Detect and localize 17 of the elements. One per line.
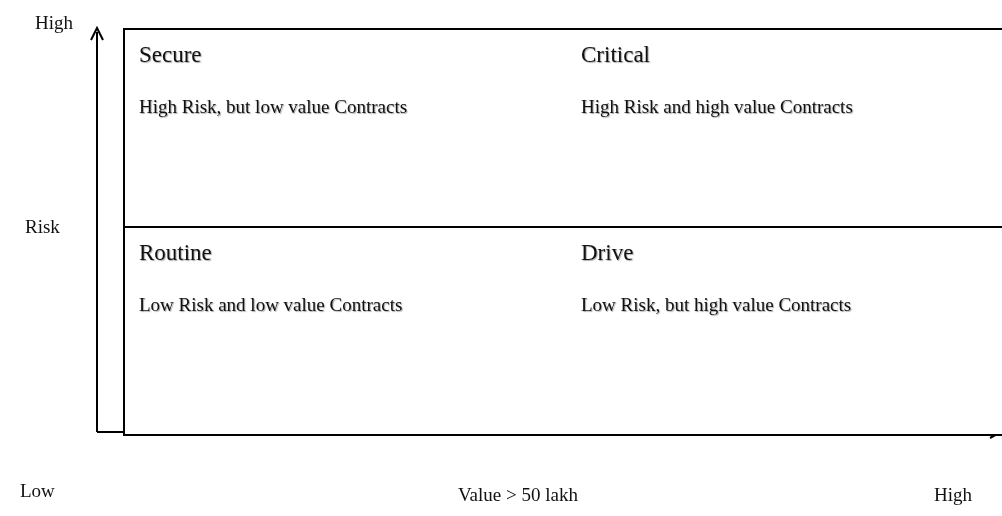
quadrant-title: Drive <box>581 240 634 266</box>
quadrant-description: Low Risk and low value Contracts <box>139 293 404 317</box>
axis-label: High <box>934 484 972 506</box>
quadrant-title: Secure <box>139 42 202 68</box>
quadrant-box <box>567 226 1002 436</box>
axis-title: Risk <box>25 216 60 238</box>
quadrant-title: Critical <box>581 42 650 68</box>
axis-label: Low <box>20 480 55 502</box>
axis-title: Value > 50 lakh <box>458 484 578 506</box>
quadrant-description: Low Risk, but high value Contracts <box>581 293 853 317</box>
quadrant-description: High Risk, but low value Contracts <box>139 95 409 119</box>
quadrant-box <box>123 226 569 436</box>
quadrant-box <box>123 28 569 228</box>
axis-label: High <box>35 12 73 34</box>
quadrant-title: Routine <box>139 240 212 266</box>
quadrant-description: High Risk and high value Contracts <box>581 95 854 119</box>
quadrant-box <box>567 28 1002 228</box>
